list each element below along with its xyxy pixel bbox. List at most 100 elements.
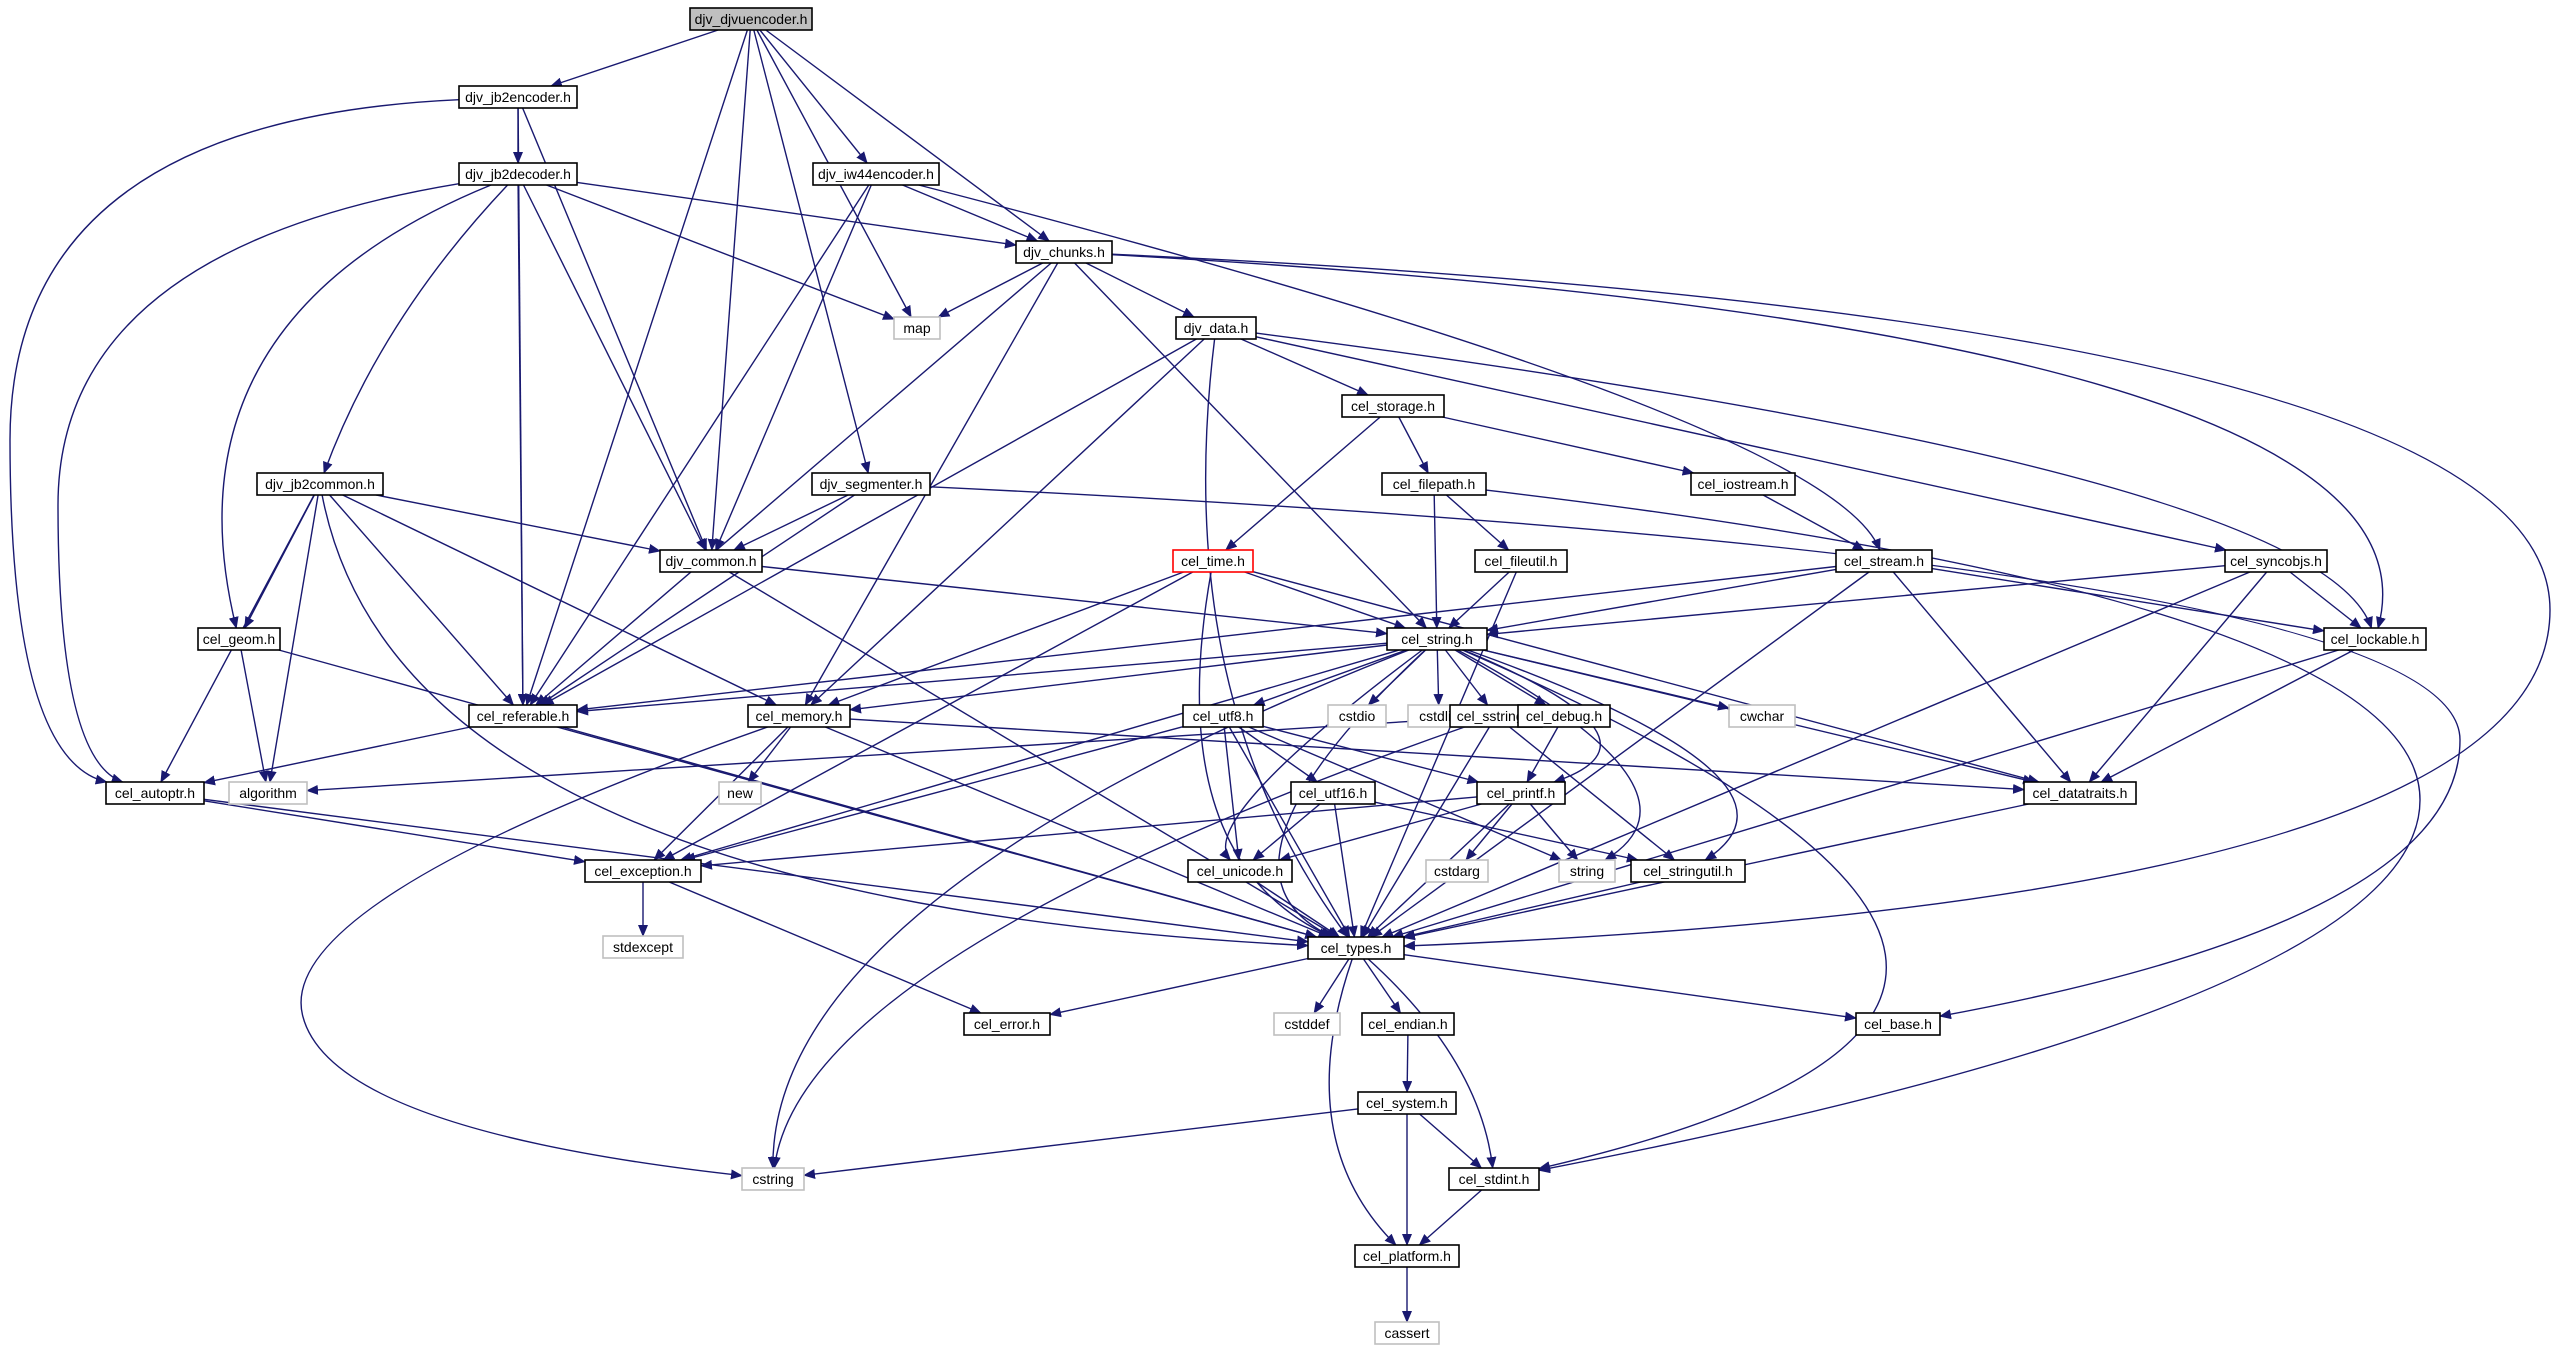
node-cel-autoptr[interactable]: cel_autoptr.h: [105, 781, 205, 805]
node-box: [1361, 1012, 1455, 1036]
edge-djv-chunks-to-cel-lockable: [1111, 254, 2386, 629]
node-cel-referable[interactable]: cel_referable.h: [468, 704, 578, 728]
node-djv-jb2encoder[interactable]: djv_jb2encoder.h: [458, 85, 578, 109]
edge-cel-printf-to-cstdarg: [1465, 803, 1513, 861]
node-cel-time[interactable]: cel_time.h: [1172, 549, 1254, 573]
edge-cel-printf-to-cel-exception: [700, 796, 1478, 870]
edge-cel-stream-to-cel-string: [1486, 568, 1837, 634]
edge-cel-referable-to-cel-types: [562, 726, 1318, 939]
edge-djv-djvuencoder-to-cel-referable: [525, 29, 749, 706]
edge-djv-jb2common-to-djv-common: [375, 494, 661, 554]
edge-cel-unicode-to-cel-types: [1256, 881, 1341, 938]
node-djv-djvuencoder[interactable]: djv_djvuencoder.h: [689, 7, 813, 31]
edge-cel-sstring-to-algorithm: [306, 718, 1451, 795]
node-box: [1354, 1244, 1460, 1268]
node-djv-common[interactable]: djv_common.h: [659, 549, 763, 573]
node-box: [1558, 859, 1616, 883]
node-label: djv_chunks.h: [1023, 244, 1105, 260]
edge-cel-string-to-cstdlib: [1433, 649, 1444, 706]
node-box: [718, 781, 762, 805]
node-cel-memory[interactable]: cel_memory.h: [747, 704, 851, 728]
node-label: cel_datatraits.h: [2033, 785, 2128, 801]
node-cel-iostream[interactable]: cel_iostream.h: [1690, 472, 1796, 496]
edge-djv-djvuencoder-to-djv-chunks: [765, 29, 1051, 242]
edge-cel-syncobjs-to-cel-string: [1486, 565, 2226, 639]
node-box: [893, 316, 941, 340]
node-cel-datatraits[interactable]: cel_datatraits.h: [2023, 781, 2137, 805]
edge-cel-string-to-cel-referable: [576, 642, 1388, 716]
edge-cel-printf-to-string: [1529, 803, 1579, 861]
node-cel-storage[interactable]: cel_storage.h: [1341, 394, 1445, 418]
edge-cel-geom-to-algorithm: [240, 649, 269, 783]
edge-cel-exception-to-cel-error: [668, 881, 982, 1014]
node-cel-geom[interactable]: cel_geom.h: [197, 627, 281, 651]
node-cel-stdint[interactable]: cel_stdint.h: [1448, 1167, 1540, 1191]
node-cel-debug[interactable]: cel_debug.h: [1517, 704, 1611, 728]
edge-cel-memory-to-cel-datatraits: [849, 718, 2025, 794]
node-box: [1172, 549, 1254, 573]
edge-cel-stream-to-cel-lockable: [1931, 567, 2325, 635]
node-label: cel_time.h: [1181, 553, 1245, 569]
node-box: [741, 1167, 805, 1191]
node-stdexcept: stdexcept: [602, 935, 684, 959]
node-cel-filepath[interactable]: cel_filepath.h: [1381, 472, 1487, 496]
edge-djv-iw44encoder-to-cel-stream: [918, 184, 1881, 551]
node-cel-types[interactable]: cel_types.h: [1307, 936, 1405, 960]
node-box: [2224, 549, 2328, 573]
node-djv-iw44encoder[interactable]: djv_iw44encoder.h: [812, 162, 940, 186]
node-cel-syncobjs[interactable]: cel_syncobjs.h: [2224, 549, 2328, 573]
node-djv-data[interactable]: djv_data.h: [1175, 316, 1257, 340]
node-cel-exception[interactable]: cel_exception.h: [584, 859, 702, 883]
node-cel-printf[interactable]: cel_printf.h: [1476, 781, 1566, 805]
node-djv-jb2decoder[interactable]: djv_jb2decoder.h: [458, 162, 578, 186]
node-cel-unicode[interactable]: cel_unicode.h: [1187, 859, 1293, 883]
node-cel-utf16[interactable]: cel_utf16.h: [1290, 781, 1376, 805]
edge-djv-data-to-cel-memory: [810, 338, 1205, 706]
node-cel-fileutil[interactable]: cel_fileutil.h: [1474, 549, 1568, 573]
edge-djv-jb2common-to-algorithm: [266, 494, 319, 783]
node-label: cel_endian.h: [1368, 1016, 1447, 1032]
edge-cel-memory-to-cstring: [300, 726, 768, 1180]
node-box: [1630, 859, 1746, 883]
node-cel-error[interactable]: cel_error.h: [963, 1012, 1051, 1036]
node-label: djv_djvuencoder.h: [695, 11, 808, 27]
edge-djv-data-to-cel-types: [1204, 338, 1349, 938]
node-djv-segmenter[interactable]: djv_segmenter.h: [811, 472, 931, 496]
node-box: [105, 781, 205, 805]
node-cel-endian[interactable]: cel_endian.h: [1361, 1012, 1455, 1036]
edge-cel-string-to-cel-debug: [1454, 649, 1547, 706]
node-cel-stringutil[interactable]: cel_stringutil.h: [1630, 859, 1746, 883]
node-cel-platform[interactable]: cel_platform.h: [1354, 1244, 1460, 1268]
node-djv-chunks[interactable]: djv_chunks.h: [1015, 240, 1113, 264]
node-box: [811, 472, 931, 496]
edge-djv-jb2decoder-to-cel-referable: [517, 184, 528, 706]
node-box: [256, 472, 384, 496]
edge-cel-system-to-cel-stdint: [1419, 1113, 1483, 1169]
edge-cel-types-to-cel-endian: [1362, 958, 1402, 1014]
edge-cel-storage-to-cel-filepath: [1398, 416, 1429, 474]
edge-cel-types-to-cel-base: [1403, 954, 1857, 1022]
edge-cel-stream-to-cel-referable: [576, 565, 1837, 714]
node-cel-string[interactable]: cel_string.h: [1386, 627, 1488, 651]
node-box: [228, 781, 308, 805]
node-box: [1357, 1091, 1457, 1115]
node-cel-utf8[interactable]: cel_utf8.h: [1182, 704, 1264, 728]
node-cel-base[interactable]: cel_base.h: [1855, 1012, 1941, 1036]
node-string: string: [1558, 859, 1616, 883]
edge-cel-autoptr-to-cel-types: [203, 798, 1309, 946]
edge-cel-string-to-cel-utf8: [1252, 649, 1407, 706]
node-box: [1327, 704, 1387, 728]
edge-djv-data-to-cel-syncobjs: [1255, 336, 2227, 553]
edge-djv-common-to-cel-string: [761, 565, 1388, 638]
edge-djv-djvuencoder-to-djv-jb2encoder: [549, 29, 719, 88]
node-cel-stream[interactable]: cel_stream.h: [1835, 549, 1933, 573]
node-cel-system[interactable]: cel_system.h: [1357, 1091, 1457, 1115]
edge-cel-utf16-to-cel-types: [1333, 803, 1358, 938]
node-cel-lockable[interactable]: cel_lockable.h: [2323, 627, 2427, 651]
edge-cel-utf8-to-cel-printf: [1262, 725, 1480, 785]
node-djv-jb2common[interactable]: djv_jb2common.h: [256, 472, 384, 496]
edge-layer: [9, 29, 2551, 1323]
edge-cel-fileutil-to-cel-string: [1448, 571, 1510, 629]
edge-djv-chunks-to-cel-types: [1111, 253, 2551, 951]
edge-cel-utf16-to-cel-stringutil: [1374, 801, 1639, 863]
